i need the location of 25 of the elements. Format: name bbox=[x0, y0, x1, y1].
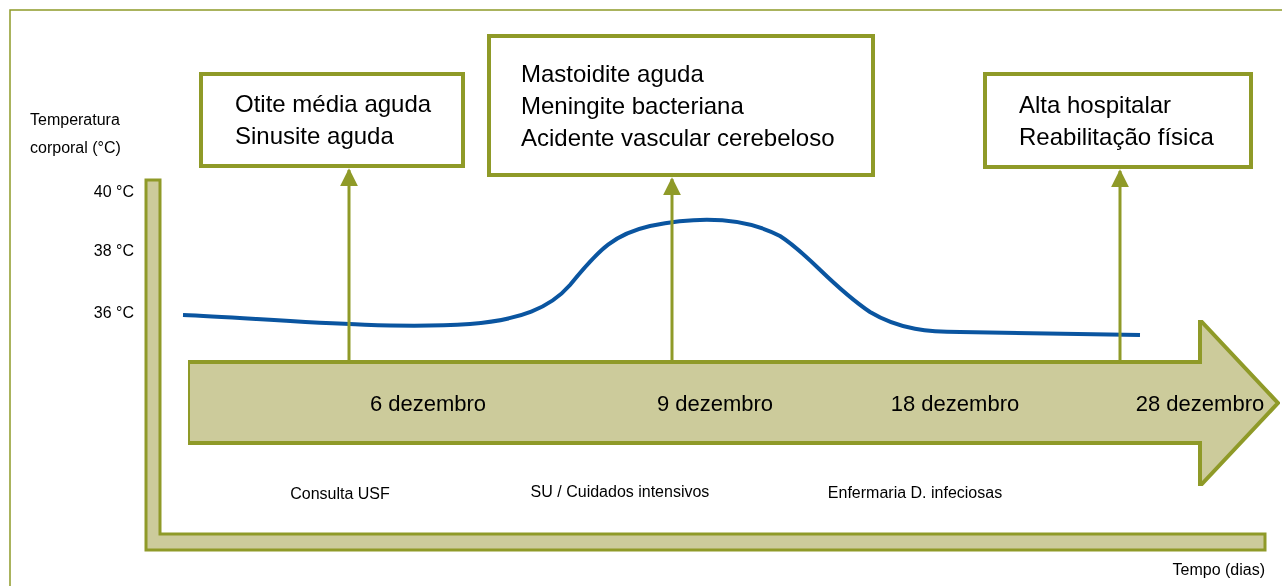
arrow bbox=[1111, 169, 1129, 362]
date-label: 18 dezembro bbox=[889, 390, 1021, 418]
axis-title: Tempo (dias) bbox=[1171, 560, 1265, 580]
location-label: SU / Cuidados intensivos bbox=[529, 482, 711, 502]
tick-label: 38 °C bbox=[92, 241, 134, 261]
date-label: 6 dezembro bbox=[368, 390, 488, 418]
tick-label: 36 °C bbox=[92, 303, 134, 323]
date-label: 9 dezembro bbox=[655, 390, 775, 418]
location-label: Consulta USF bbox=[289, 484, 391, 504]
event-box bbox=[983, 72, 1253, 169]
event-box bbox=[199, 72, 465, 168]
event-text: Alta hospitalar bbox=[1019, 89, 1173, 120]
tick-label: 40 °C bbox=[92, 182, 134, 202]
location-label: Enfermaria D. infeciosas bbox=[826, 483, 1004, 503]
event-text: Meningite bacteriana bbox=[521, 90, 745, 121]
arrow bbox=[663, 177, 681, 362]
event-text: Acidente vascular cerebeloso bbox=[521, 122, 836, 153]
date-label: 28 dezembro bbox=[1134, 390, 1266, 418]
event-text: Reabilitação física bbox=[1019, 121, 1215, 152]
event-box bbox=[487, 34, 875, 177]
event-text: Sinusite aguda bbox=[235, 121, 395, 151]
event-text: Mastoidite aguda bbox=[521, 58, 705, 89]
arrow bbox=[340, 168, 358, 362]
axis-title: Temperatura corporal (°C) bbox=[30, 110, 122, 158]
event-text: Otite média aguda bbox=[235, 89, 433, 119]
